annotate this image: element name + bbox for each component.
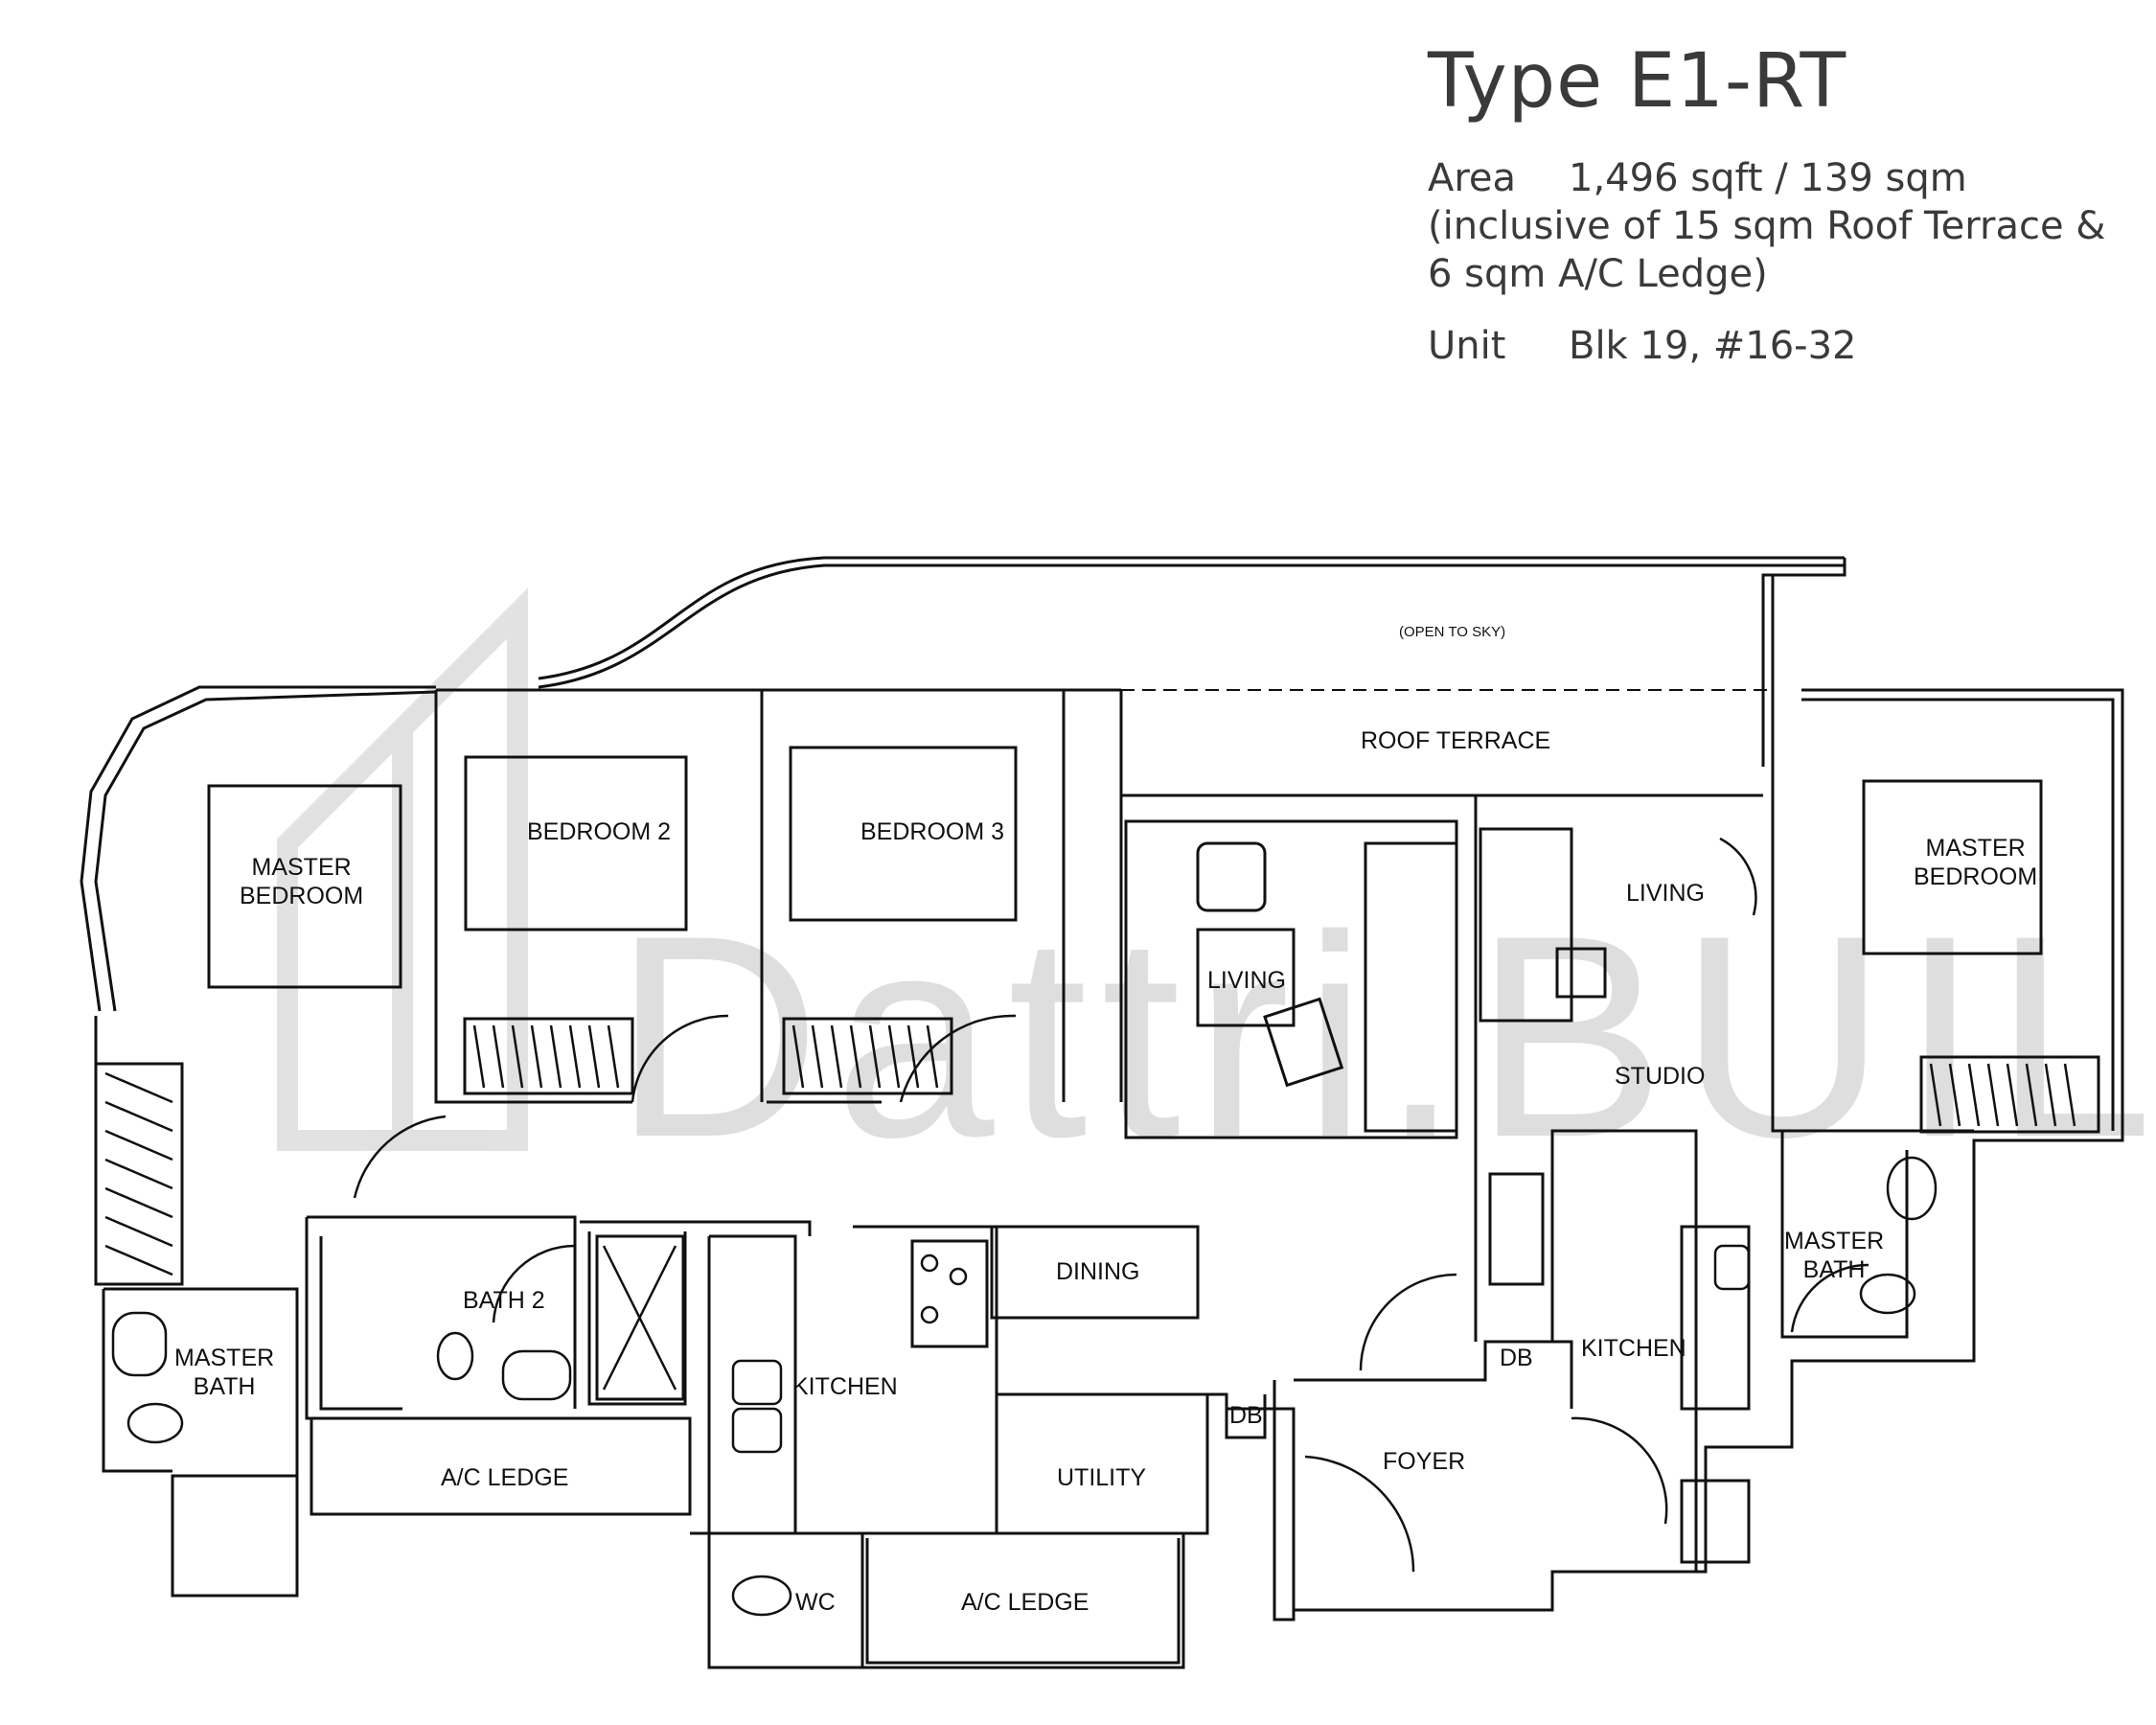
walls <box>80 556 2124 1669</box>
fixtures <box>111 1156 1938 1617</box>
bedroom-2-label: BEDROOM 2 <box>527 818 672 845</box>
utility-label: UTILITY <box>1057 1464 1147 1491</box>
db-left-label: DB <box>1229 1402 1263 1429</box>
master-bedroom-left-label: MASTER BEDROOM <box>240 854 364 909</box>
area-label: Area <box>1428 156 1517 200</box>
ac-ledge-bottom-label: A/C LEDGE <box>961 1589 1089 1616</box>
master-bedroom-right-label: MASTER BEDROOM <box>1914 835 2038 890</box>
door-swings <box>353 837 1869 1573</box>
bath-2-label: BATH 2 <box>463 1287 545 1314</box>
area-value: 1,496 sqft / 139 sqm <box>1569 156 1967 200</box>
db-right-label: DB <box>1500 1345 1533 1371</box>
wc-label: WC <box>795 1589 836 1616</box>
master-bath-right-label: MASTER BATH <box>1784 1228 1885 1283</box>
open-to-sky-label: (OPEN TO SKY) <box>1399 624 1506 640</box>
master-bath-left-label: MASTER BATH <box>174 1345 275 1400</box>
bedroom-3-label: BEDROOM 3 <box>860 818 1005 845</box>
dining-label: DINING <box>1056 1258 1140 1285</box>
living-main-label: LIVING <box>1207 967 1286 994</box>
studio-label: STUDIO <box>1615 1063 1706 1090</box>
unit-value: Blk 19, #16-32 <box>1569 324 1857 368</box>
area-note-line-1: (inclusive of 15 sqm Roof Terrace & <box>1428 204 2106 248</box>
foyer-label: FOYER <box>1383 1448 1466 1475</box>
kitchen-right-label: KITCHEN <box>1581 1335 1686 1362</box>
unit-type-title: Type E1-RT <box>1428 38 1847 125</box>
wardrobe-hatch <box>104 1024 2076 1391</box>
watermark-text: Dattri.BUILD <box>613 875 2156 1197</box>
watermark-logo <box>277 587 528 1151</box>
kitchen-main-label: KITCHEN <box>792 1373 898 1400</box>
area-note-line-2: 6 sqm A/C Ledge) <box>1428 252 1768 296</box>
ac-ledge-left-label: A/C LEDGE <box>441 1464 569 1491</box>
unit-label: Unit <box>1428 324 1506 368</box>
living-right-label: LIVING <box>1626 880 1705 907</box>
roof-terrace-label: ROOF TERRACE <box>1361 727 1551 754</box>
